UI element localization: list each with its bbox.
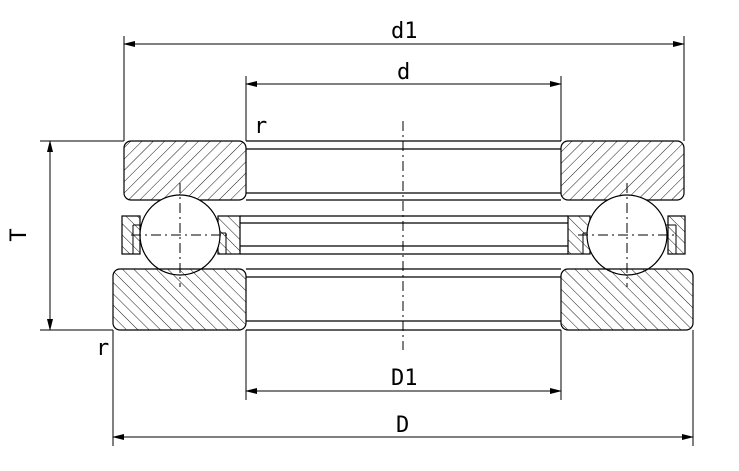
- dimension-d: d: [245, 60, 562, 141]
- housing-washer-right-section: [560, 268, 694, 331]
- rolling-balls: [131, 183, 676, 287]
- label-D: D: [396, 413, 409, 438]
- dimension-D: D: [112, 330, 694, 446]
- label-d: d: [397, 60, 410, 85]
- label-D1: D1: [391, 366, 418, 391]
- label-r-top: r: [254, 114, 267, 139]
- shaft-washer: [123, 140, 685, 201]
- dimension-d1: d1: [123, 19, 685, 141]
- housing-washer-left-section: [112, 268, 247, 331]
- housing-washer: [112, 268, 694, 331]
- shaft-washer-left-section: [123, 140, 247, 201]
- cage-left-inner: [217, 215, 241, 255]
- label-d1: d1: [391, 19, 418, 44]
- shaft-washer-right-section: [560, 140, 685, 201]
- dimension-T: T: [7, 140, 124, 331]
- label-r-bottom: r: [96, 336, 109, 361]
- dimension-D1: D1: [245, 330, 562, 400]
- label-T: T: [7, 228, 32, 241]
